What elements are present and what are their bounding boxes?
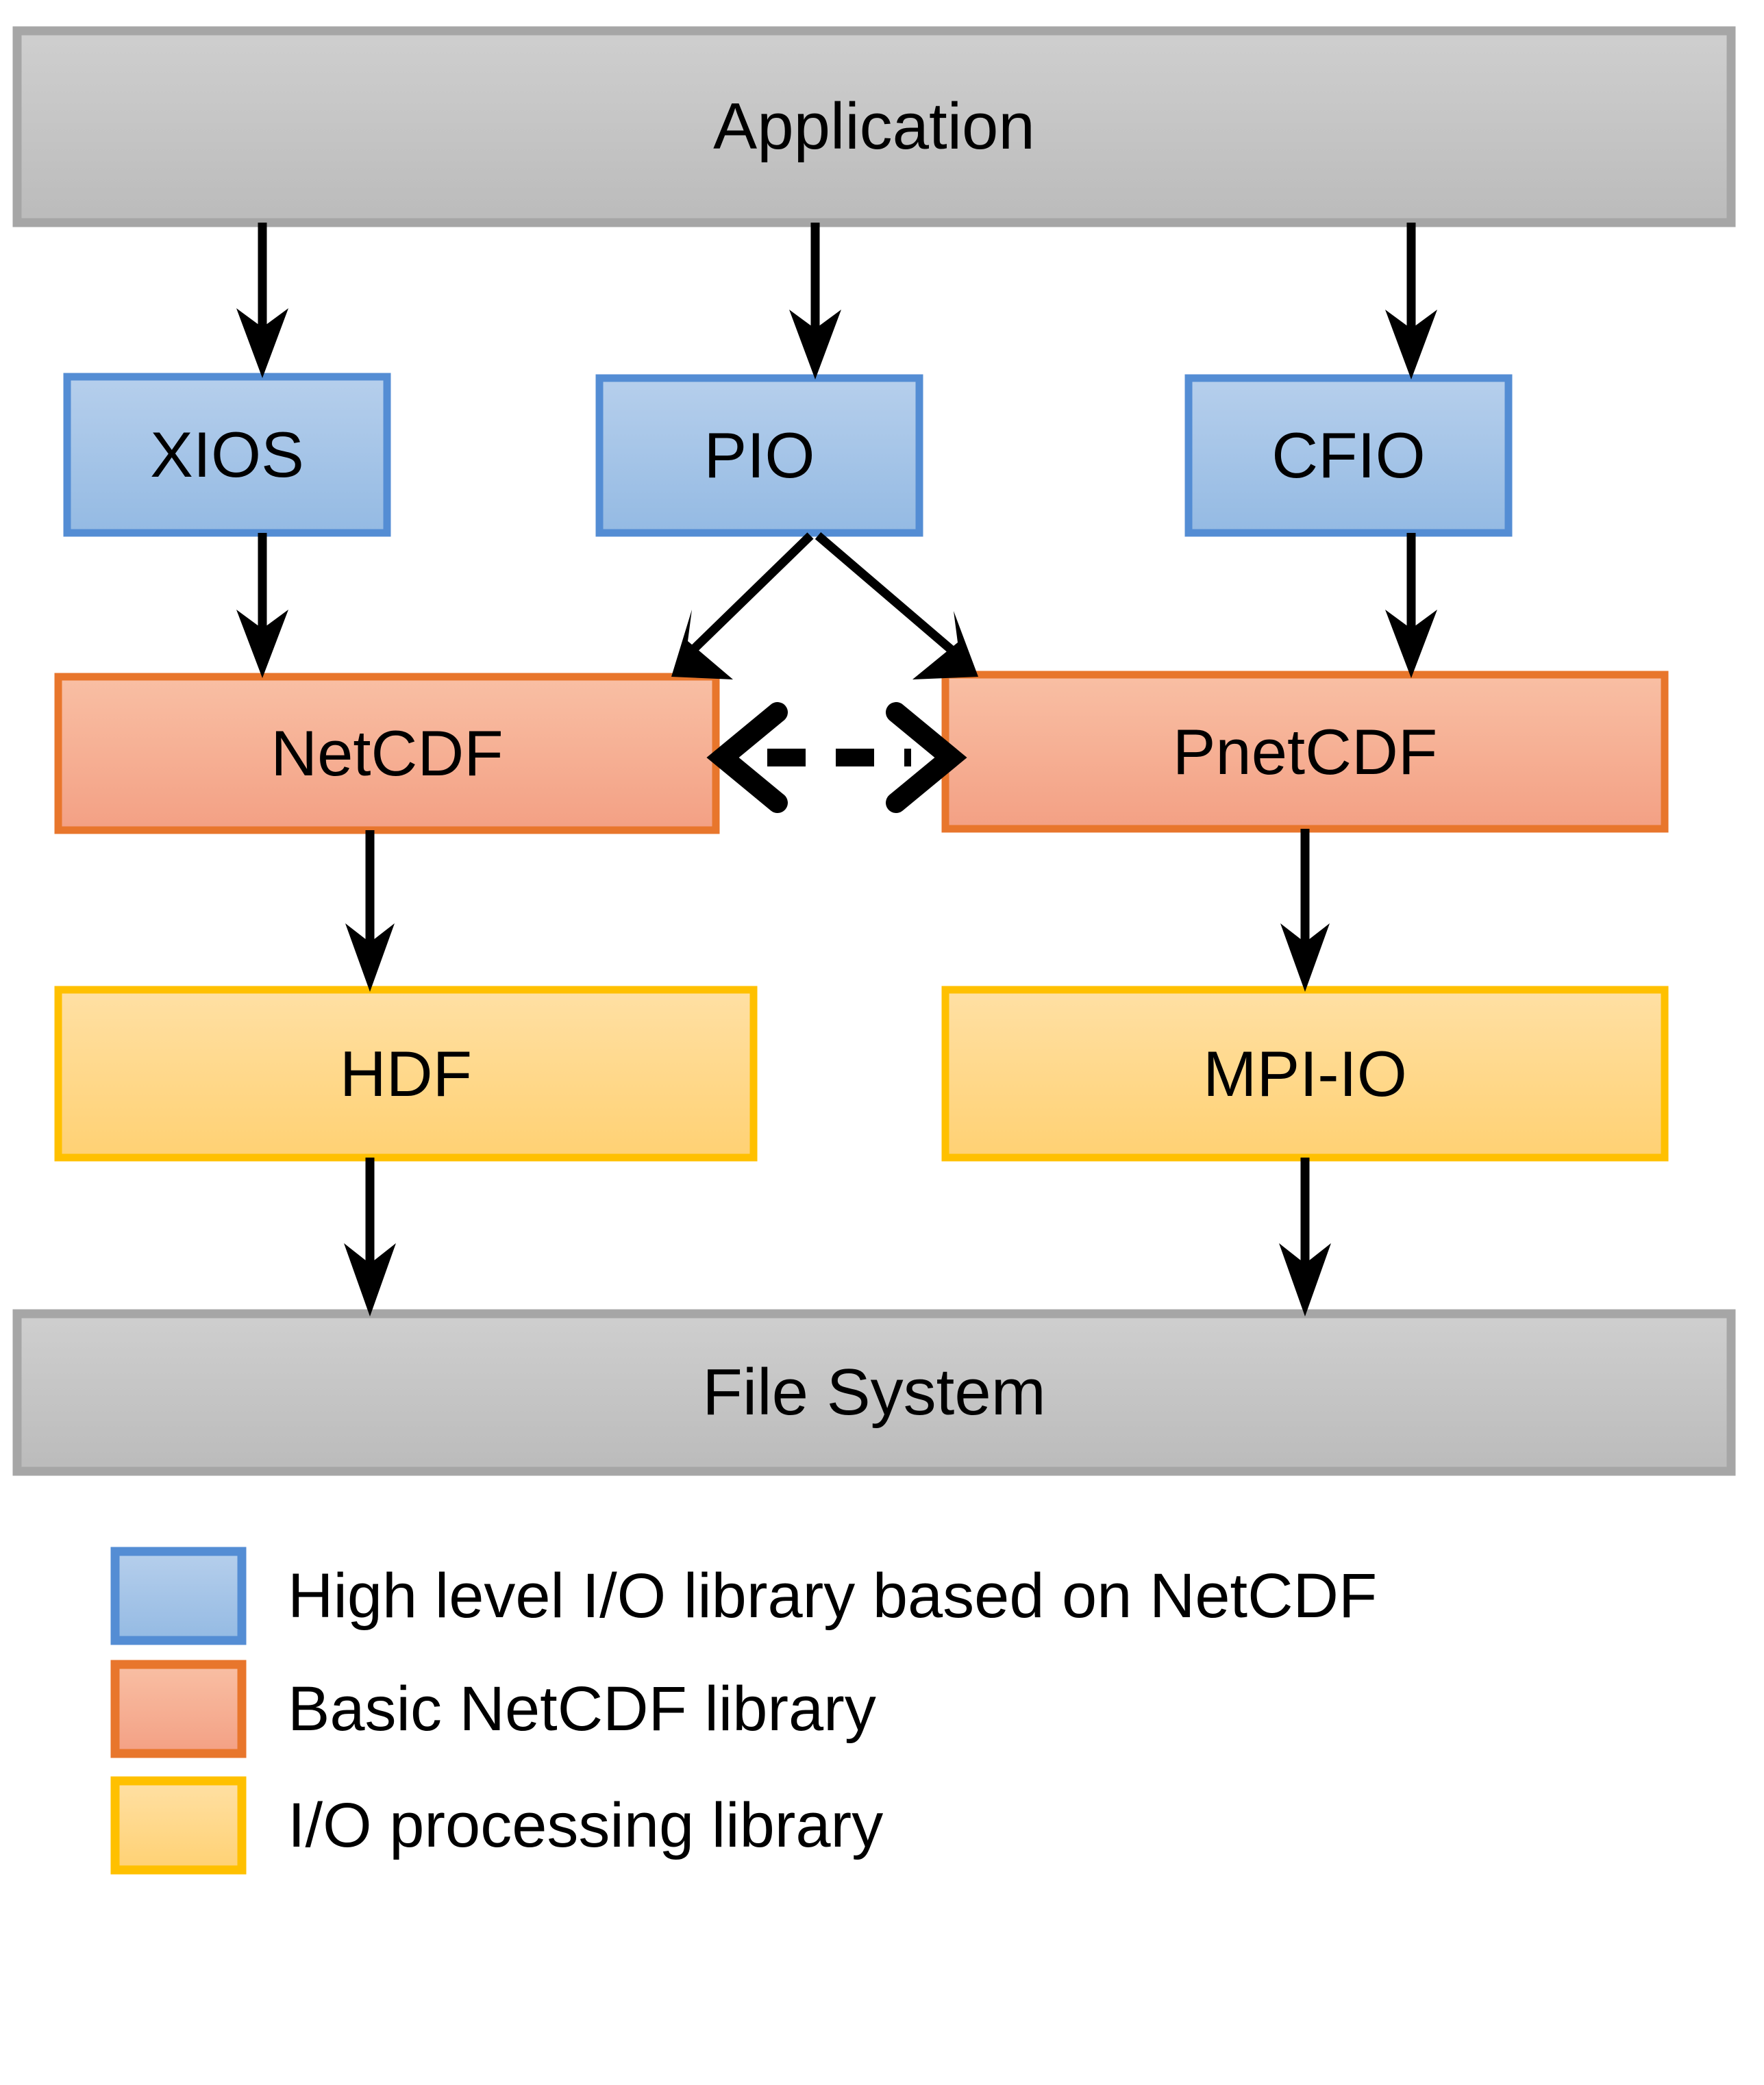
edge-pio-to-netcdf [671,532,814,679]
legend-swatch-basic [110,1660,247,1758]
node-application[interactable] [12,26,1736,227]
edge-application-to-xios [236,223,288,378]
edge-pnetcdf-to-mpiio [1280,829,1330,992]
edge-mpiio-to-filesystem [1279,1158,1331,1316]
node-hdf-hit[interactable] [58,990,754,1158]
edge-netcdf-to-hdf [345,830,395,992]
node-cfio-hit[interactable] [1189,378,1508,533]
node-filesystem-hit[interactable] [17,1314,1731,1471]
node-mpiio-hit[interactable] [945,990,1665,1158]
node-pio-hit[interactable] [599,378,919,533]
edge-application-to-pio [789,223,841,379]
node-pnetcdf-hit[interactable] [945,675,1665,829]
edge-application-to-cfio [1385,223,1437,379]
edge-xios-to-netcdf [236,533,288,678]
edge-pio-to-pnetcdf [815,532,978,679]
node-pio[interactable] [595,374,923,537]
node-mpiio[interactable] [941,986,1669,1162]
node-filesystem[interactable] [12,1309,1736,1476]
legend-swatch-processing [110,1776,247,1875]
edge-netcdf-pnetcdf-bidir [706,702,967,813]
node-cfio[interactable] [1184,374,1513,537]
node-application-hit[interactable] [17,31,1731,223]
edge-cfio-to-pnetcdf [1385,533,1437,678]
node-netcdf-hit[interactable] [58,677,716,830]
node-xios-hit[interactable] [67,377,387,533]
node-xios[interactable] [63,373,391,537]
node-hdf[interactable] [54,986,758,1162]
node-netcdf[interactable] [54,673,720,834]
edge-hdf-to-filesystem [344,1158,396,1316]
legend-swatch-high-level [110,1547,247,1645]
